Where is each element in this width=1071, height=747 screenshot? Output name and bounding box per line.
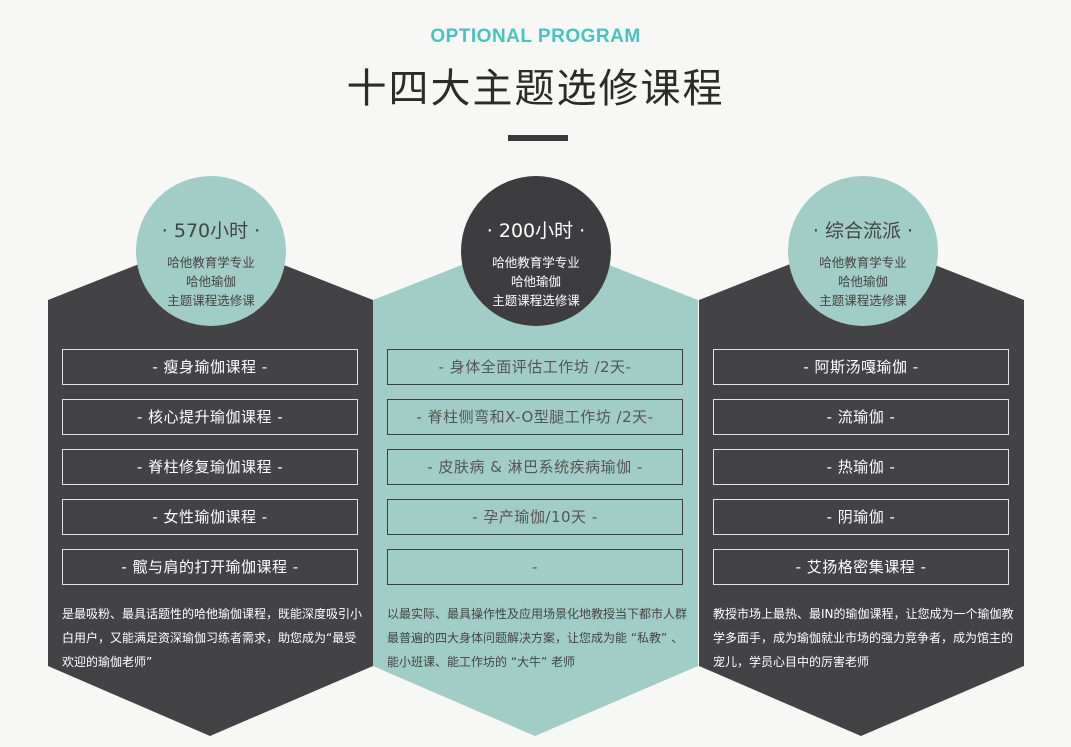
section-subtitle: OPTIONAL PROGRAM [430,26,641,47]
course-item[interactable]: - 流瑜伽 - [713,399,1009,435]
course-item[interactable]: - 阴瑜伽 - [713,499,1009,535]
course-item[interactable]: - 皮肤病 & 淋巴系统疾病瑜伽 - [387,449,683,485]
badge-line: 哈他教育学专业 [492,255,580,270]
course-item[interactable]: - 热瑜伽 - [713,449,1009,485]
hours-badge-570: · 570小时 · 哈他教育学专业 哈他瑜伽 主题课程选修课 [136,176,286,326]
styles-badge: · 综合流派 · 哈他教育学专业 哈他瑜伽 主题课程选修课 [788,176,938,326]
course-item[interactable]: - [387,549,683,585]
badge-line: 主题课程选修课 [819,293,907,308]
badge-line: 主题课程选修课 [492,293,580,308]
title-divider [508,135,568,141]
badge-line: 哈他教育学专业 [819,255,907,270]
course-item[interactable]: - 身体全面评估工作坊 /2天- [387,349,683,385]
course-item[interactable]: - 核心提升瑜伽课程 - [62,399,358,435]
badge-line: 哈他瑜伽 [185,274,236,289]
course-description: 教授市场上最热、最IN的瑜伽课程，让您成为一个瑜伽教学多面手，成为瑜伽就业市场的… [713,607,1014,669]
course-column-200: - 身体全面评估工作坊 /2天- - 脊柱侧弯和X-O型腿工作坊 /2天- - … [373,236,698,736]
course-description: 是最吸粉、最具话题性的哈他瑜伽课程，既能深度吸引小白用户，又能满足资深瑜伽习练者… [62,607,363,669]
course-item[interactable]: - 瘦身瑜伽课程 - [62,349,358,385]
badge-heading: · 综合流派 · [812,220,914,242]
course-column-570: - 瘦身瑜伽课程 - - 核心提升瑜伽课程 - - 脊柱修复瑜伽课程 - - 女… [48,236,373,736]
course-item[interactable]: - 女性瑜伽课程 - [62,499,358,535]
course-item[interactable]: - 艾扬格密集课程 - [713,549,1009,585]
badge-line: 主题课程选修课 [167,293,255,308]
badge-line: 哈他瑜伽 [837,274,888,289]
course-description: 以最实际、最具操作性及应用场景化地教授当下都市人群最普遍的四大身体问题解决方案，… [387,607,688,669]
course-item[interactable]: - 阿斯汤嘎瑜伽 - [713,349,1009,385]
course-item[interactable]: - 孕产瑜伽/10天 - [387,499,683,535]
course-item[interactable]: - 髋与肩的打开瑜伽课程 - [62,549,358,585]
course-column-styles: - 阿斯汤嘎瑜伽 - - 流瑜伽 - - 热瑜伽 - - 阴瑜伽 - - 艾扬格… [699,236,1024,736]
page-title: 十四大主题选修课程 [346,66,725,112]
panel-shape [48,236,373,736]
badge-line: 哈他教育学专业 [167,255,255,270]
badge-heading: · 200小时 · [486,220,586,242]
hours-badge-200: · 200小时 · 哈他教育学专业 哈他瑜伽 主题课程选修课 [461,176,611,326]
badge-heading: · 570小时 · [161,220,261,242]
course-item[interactable]: - 脊柱侧弯和X-O型腿工作坊 /2天- [387,399,683,435]
panel-shape [373,236,698,736]
badge-line: 哈他瑜伽 [510,274,561,289]
panel-shape [699,236,1024,736]
course-item[interactable]: - 脊柱修复瑜伽课程 - [62,449,358,485]
